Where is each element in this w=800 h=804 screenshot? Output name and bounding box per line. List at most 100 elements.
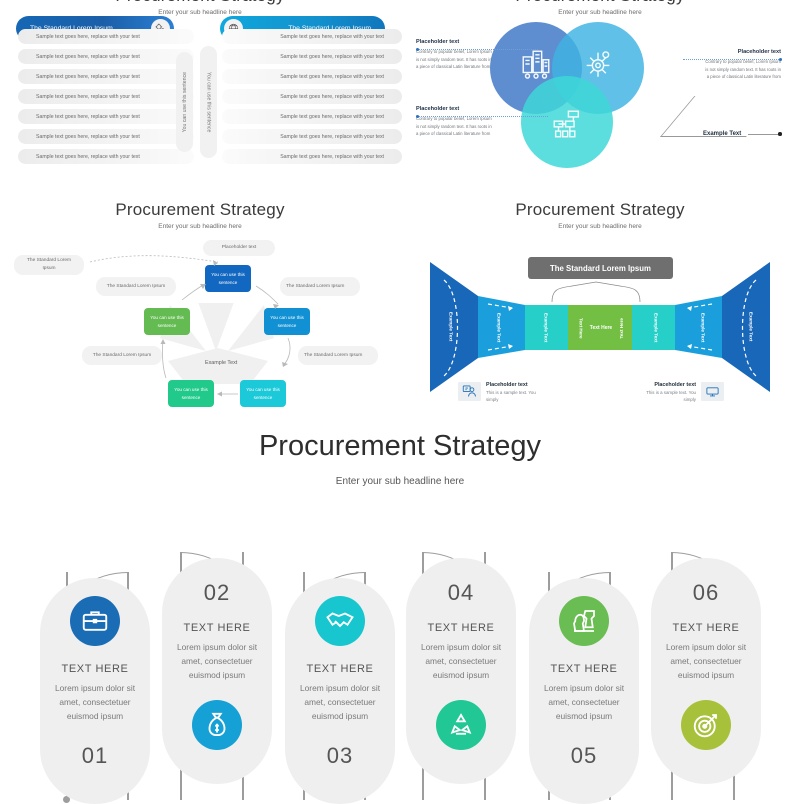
timeline-step-4[interactable]: 04 TEXT HERE Lorem ipsum dolor sit amet,…: [406, 558, 516, 784]
vertical-caption-right: You can use this sentence: [200, 46, 217, 158]
venn-example-line: [748, 134, 778, 135]
funnel-segment-l1[interactable]: Example Text: [436, 295, 464, 359]
list-item[interactable]: Sample text goes here, replace with your…: [222, 109, 402, 124]
list-item[interactable]: Sample text goes here, replace with your…: [222, 149, 402, 164]
venn-example-dot: [778, 132, 782, 136]
money-bag-icon: [192, 699, 242, 750]
mindmap-node-4[interactable]: You can use this sentence: [168, 380, 214, 407]
timeline-step-5-body: Lorem ipsum dolor sit amet, consectetuer…: [543, 683, 625, 721]
venn-example-connector: [660, 96, 781, 137]
chess-icon: [559, 596, 609, 646]
petal-top: [198, 303, 234, 351]
list-slide-title: Procurement Strategy: [0, 0, 400, 6]
list-item[interactable]: Sample text goes here, replace with your…: [18, 29, 194, 44]
funnel-segment-r1-label: Example Text: [653, 313, 659, 343]
list-item[interactable]: Sample text goes here, replace with your…: [18, 49, 194, 64]
venn-leader-dot-2: [416, 115, 419, 118]
list-item[interactable]: Sample text goes here, replace with your…: [18, 89, 194, 104]
timeline-slide: Procurement Strategy Enter your sub head…: [0, 430, 800, 804]
list-item[interactable]: Sample text goes here, replace with your…: [18, 149, 194, 164]
timeline-step-2-heading: TEXT HERE: [183, 622, 251, 634]
funnel-segment-r1[interactable]: Example Text: [641, 310, 669, 346]
timeline-step-6-body: Lorem ipsum dolor sit amet, consectetuer…: [665, 642, 747, 680]
network-settings-icon: [586, 51, 610, 78]
timeline-step-6-number: 06: [692, 580, 720, 605]
timeline-step-6[interactable]: 06 TEXT HERE Lorem ipsum dolor sit amet,…: [651, 558, 761, 784]
venn-callout-3-heading: Placeholder text: [737, 49, 781, 55]
timeline-step-4-body: Lorem ipsum dolor sit amet, consectetuer…: [420, 642, 502, 680]
funnel-segment-l3-label: Example Text: [543, 313, 549, 343]
timeline-step-3-body: Lorem ipsum dolor sit amet, consectetuer…: [299, 683, 381, 721]
mindmap-top-label[interactable]: Placeholder text: [203, 240, 275, 256]
target-icon: [681, 699, 731, 750]
funnel-segment-l2[interactable]: Example Text: [484, 305, 512, 351]
timeline-slide-subtitle: Enter your sub headline here: [335, 476, 465, 487]
mindmap-slide-title: Procurement Strategy: [115, 200, 285, 219]
mindmap-node-3[interactable]: You can use this sentence: [240, 380, 286, 407]
funnel-segment-c1[interactable]: Text Here: [570, 310, 590, 346]
hierarchy-icon: [553, 110, 580, 138]
mindmap-grey-label-2[interactable]: The Standard Lorem Ipsum: [96, 277, 176, 296]
venn-circle-c[interactable]: [521, 76, 613, 168]
list-item[interactable]: Sample text goes here, replace with your…: [18, 129, 194, 144]
funnel-segment-r2-label: Example Text: [700, 313, 706, 343]
list-item[interactable]: Sample text goes here, replace with your…: [222, 69, 402, 84]
venn-slide-subtitle: Enter your sub headline here: [558, 9, 642, 16]
funnel-note-right-heading: Placeholder text: [654, 382, 696, 388]
funnel-segment-r3-label: Example Text: [748, 312, 754, 342]
list-item[interactable]: Sample text goes here, replace with your…: [222, 129, 402, 144]
timeline: TEXT HERE Lorem ipsum dolor sit amet, co…: [0, 550, 800, 804]
buildings-icon: [522, 50, 550, 80]
venn-leader-dot-3: [779, 58, 782, 61]
venn-callout-3-body: Contrary to popular belief, Lorem Ipsum …: [705, 59, 781, 80]
venn-callout-2-heading: Placeholder text: [416, 106, 460, 112]
funnel-note-right-body: This is a sample text. You simply: [646, 390, 696, 403]
mindmap-grey-label-1[interactable]: The Standard Lorem Ipsum: [14, 255, 84, 275]
mindmap-slide: Procurement Strategy Enter your sub head…: [0, 200, 400, 420]
list-item[interactable]: Sample text goes here, replace with your…: [222, 29, 402, 44]
funnel-note-right: Placeholder text This is a sample text. …: [644, 382, 724, 403]
mindmap-grey-label-5[interactable]: The Standard Lorem Ipsum: [298, 346, 378, 365]
mindmap-node-2[interactable]: You can use this sentence: [264, 308, 310, 335]
venn-callout-3: Placeholder text Contrary to popular bel…: [703, 49, 781, 81]
mindmap-node-1[interactable]: You can use this sentence: [205, 265, 251, 292]
mindmap-slide-subtitle: Enter your sub headline here: [158, 223, 242, 230]
mindmap-node-5[interactable]: You can use this sentence: [144, 308, 190, 335]
vertical-caption-right-label: You can use this sentence: [205, 71, 212, 133]
funnel-segment-r3[interactable]: Example Text: [736, 295, 764, 359]
timeline-step-5-number: 05: [570, 742, 598, 768]
left-header-label: The Standard Lorem Ipsum: [16, 25, 147, 32]
funnel-note-left-body: This is a sample text. You simply: [486, 390, 536, 403]
list-item[interactable]: Sample text goes here, replace with your…: [222, 49, 402, 64]
list-item[interactable]: Sample text goes here, replace with your…: [18, 109, 194, 124]
funnel-segment-c3-label: Text Here: [618, 317, 624, 339]
mindmap-grey-label-4[interactable]: The Standard Lorem Ipsum: [82, 346, 162, 365]
timeline-step-1-heading: TEXT HERE: [61, 663, 129, 675]
list-slide: Procurement Strategy Enter your sub head…: [0, 0, 402, 200]
list-item[interactable]: Sample text goes here, replace with your…: [222, 89, 402, 104]
funnel-banner[interactable]: The Standard Lorem Ipsum: [528, 257, 673, 279]
funnel-note-left: Placeholder text This is a sample text. …: [458, 382, 538, 403]
timeline-step-3[interactable]: TEXT HERE Lorem ipsum dolor sit amet, co…: [285, 578, 395, 804]
venn-leader-line-3: [683, 59, 781, 60]
recycle-icon: [436, 699, 486, 750]
funnel-shapes: [430, 262, 770, 392]
funnel-segment-r2[interactable]: Example Text: [688, 305, 716, 351]
venn-leader-line-2: [418, 116, 548, 117]
vertical-caption-left-label: You can use this sentence: [181, 71, 188, 133]
venn-callout-2: Placeholder text Contrary to popular bel…: [416, 106, 494, 138]
list-item[interactable]: Sample text goes here, replace with your…: [18, 69, 194, 84]
mindmap-grey-label-3[interactable]: The Standard Lorem Ipsum: [280, 277, 360, 296]
funnel-segment-l3[interactable]: Example Text: [531, 310, 559, 346]
timeline-step-1-body: Lorem ipsum dolor sit amet, consectetuer…: [54, 683, 136, 721]
vertical-caption-left: You can use this sentence: [176, 52, 193, 152]
timeline-step-5-heading: TEXT HERE: [550, 663, 618, 675]
timeline-step-2[interactable]: 02 TEXT HERE Lorem ipsum dolor sit amet,…: [162, 558, 272, 784]
petal-bottom: [168, 348, 268, 384]
funnel-segment-l1-label: Example Text: [448, 312, 454, 342]
timeline-step-1[interactable]: TEXT HERE Lorem ipsum dolor sit amet, co…: [40, 578, 150, 804]
timeline-step-5[interactable]: TEXT HERE Lorem ipsum dolor sit amet, co…: [529, 578, 639, 804]
timeline-step-1-number: 01: [81, 742, 109, 768]
funnel-segment-c2[interactable]: Text Here: [585, 318, 617, 338]
funnel-segment-c3[interactable]: Text Here: [612, 310, 632, 346]
